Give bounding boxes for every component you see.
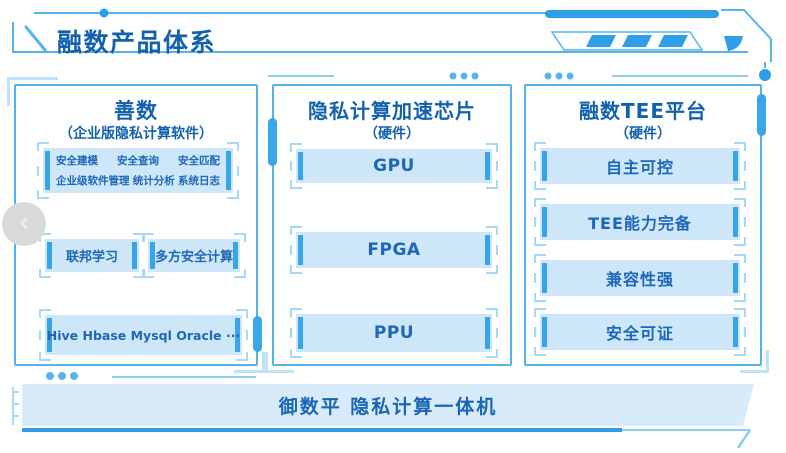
- side-tab-decoration: [757, 94, 766, 136]
- chevron-left-icon: ‹: [18, 207, 30, 238]
- tee-feature-box: TEE能力完备: [534, 198, 746, 246]
- chip-label: GPU: [373, 156, 415, 176]
- capability-box-mpc: 多方安全计算: [142, 233, 246, 278]
- feature-label: 安全建模: [56, 155, 98, 167]
- tee-feature-label: TEE能力完备: [588, 214, 692, 233]
- chip-label: FPGA: [367, 240, 421, 260]
- carousel-prev-button[interactable]: ‹: [2, 202, 46, 246]
- ellipsis-icon: [268, 62, 771, 81]
- feature-label: 系统日志: [178, 175, 220, 187]
- tee-feature-label: 自主可控: [605, 158, 674, 177]
- datasource-label: Hive Hbase Mysql Oracle ···: [46, 327, 241, 343]
- ellipsis-icon: [46, 372, 256, 380]
- feature-list-box: 安全建模 安全查询 安全匹配 企业级软件管理 统计分析 系统日志: [37, 142, 239, 199]
- capability-box-federated-learning: 联邦学习: [39, 233, 145, 278]
- parallelogram-icon: [586, 35, 616, 47]
- chip-box-gpu: GPU: [290, 143, 498, 189]
- tee-feature-box: 兼容性强: [534, 254, 746, 302]
- side-tab-decoration: [268, 118, 277, 166]
- feature-grid: 安全建模 安全查询 安全匹配 企业级软件管理 统计分析 系统日志: [43, 148, 233, 193]
- panel-subtitle: （硬件）: [364, 126, 420, 142]
- chip-box-fpga: FPGA: [290, 226, 498, 274]
- tee-feature-box: 安全可证: [534, 308, 746, 356]
- chip-box-ppu: PPU: [290, 308, 498, 358]
- feature-label: 安全查询: [117, 155, 159, 167]
- panel-acceleration-chips: 隐私计算加速芯片 （硬件） GPU FPGA PPU: [265, 84, 512, 373]
- capability-label: 多方安全计算: [154, 250, 233, 265]
- tee-feature-label: 兼容性强: [605, 270, 674, 289]
- panel-subtitle: （企业版隐私计算软件）: [59, 126, 213, 142]
- line-dot-icon: [99, 8, 109, 18]
- page-title: 融数产品体系: [57, 28, 217, 57]
- parallelogram-icon: [658, 35, 688, 47]
- tee-feature-label: 安全可证: [605, 324, 674, 343]
- panel-title: 善数: [114, 99, 158, 123]
- all-in-one-machine-bar: 御数平 隐私计算一体机: [22, 384, 754, 426]
- tee-feature-box: 自主可控: [534, 142, 746, 190]
- feature-label: 安全匹配: [178, 155, 220, 167]
- chip-label: PPU: [373, 323, 415, 343]
- panel-tee-platform: 融数TEE平台 （硬件） 自主可控 TEE能力完备 兼容性强 安全可证: [524, 84, 769, 373]
- title-slash-icon: [24, 25, 47, 52]
- parallelogram-icon: [622, 35, 652, 47]
- panel-subtitle: （硬件）: [615, 126, 671, 142]
- all-in-one-machine-label: 御数平 隐私计算一体机: [278, 395, 498, 418]
- bottom-bar-decoration: [12, 387, 752, 449]
- feature-label: 企业级软件管理: [56, 175, 130, 187]
- panel-title: 融数TEE平台: [579, 99, 707, 123]
- panel-title: 隐私计算加速芯片: [308, 99, 476, 123]
- ribbon-decoration: [545, 9, 772, 62]
- feature-label: 统计分析: [132, 175, 175, 187]
- capability-label: 联邦学习: [65, 250, 118, 265]
- side-tab-decoration: [253, 316, 262, 352]
- datasource-box: Hive Hbase Mysql Oracle ···: [39, 309, 248, 361]
- line-dot-icon: [759, 69, 771, 81]
- slash-icon: [736, 429, 752, 449]
- panel-shanshu-software: 善数 （企业版隐私计算软件） 安全建模 安全查询 安全匹配 企业级软件管理 统计…: [7, 77, 265, 373]
